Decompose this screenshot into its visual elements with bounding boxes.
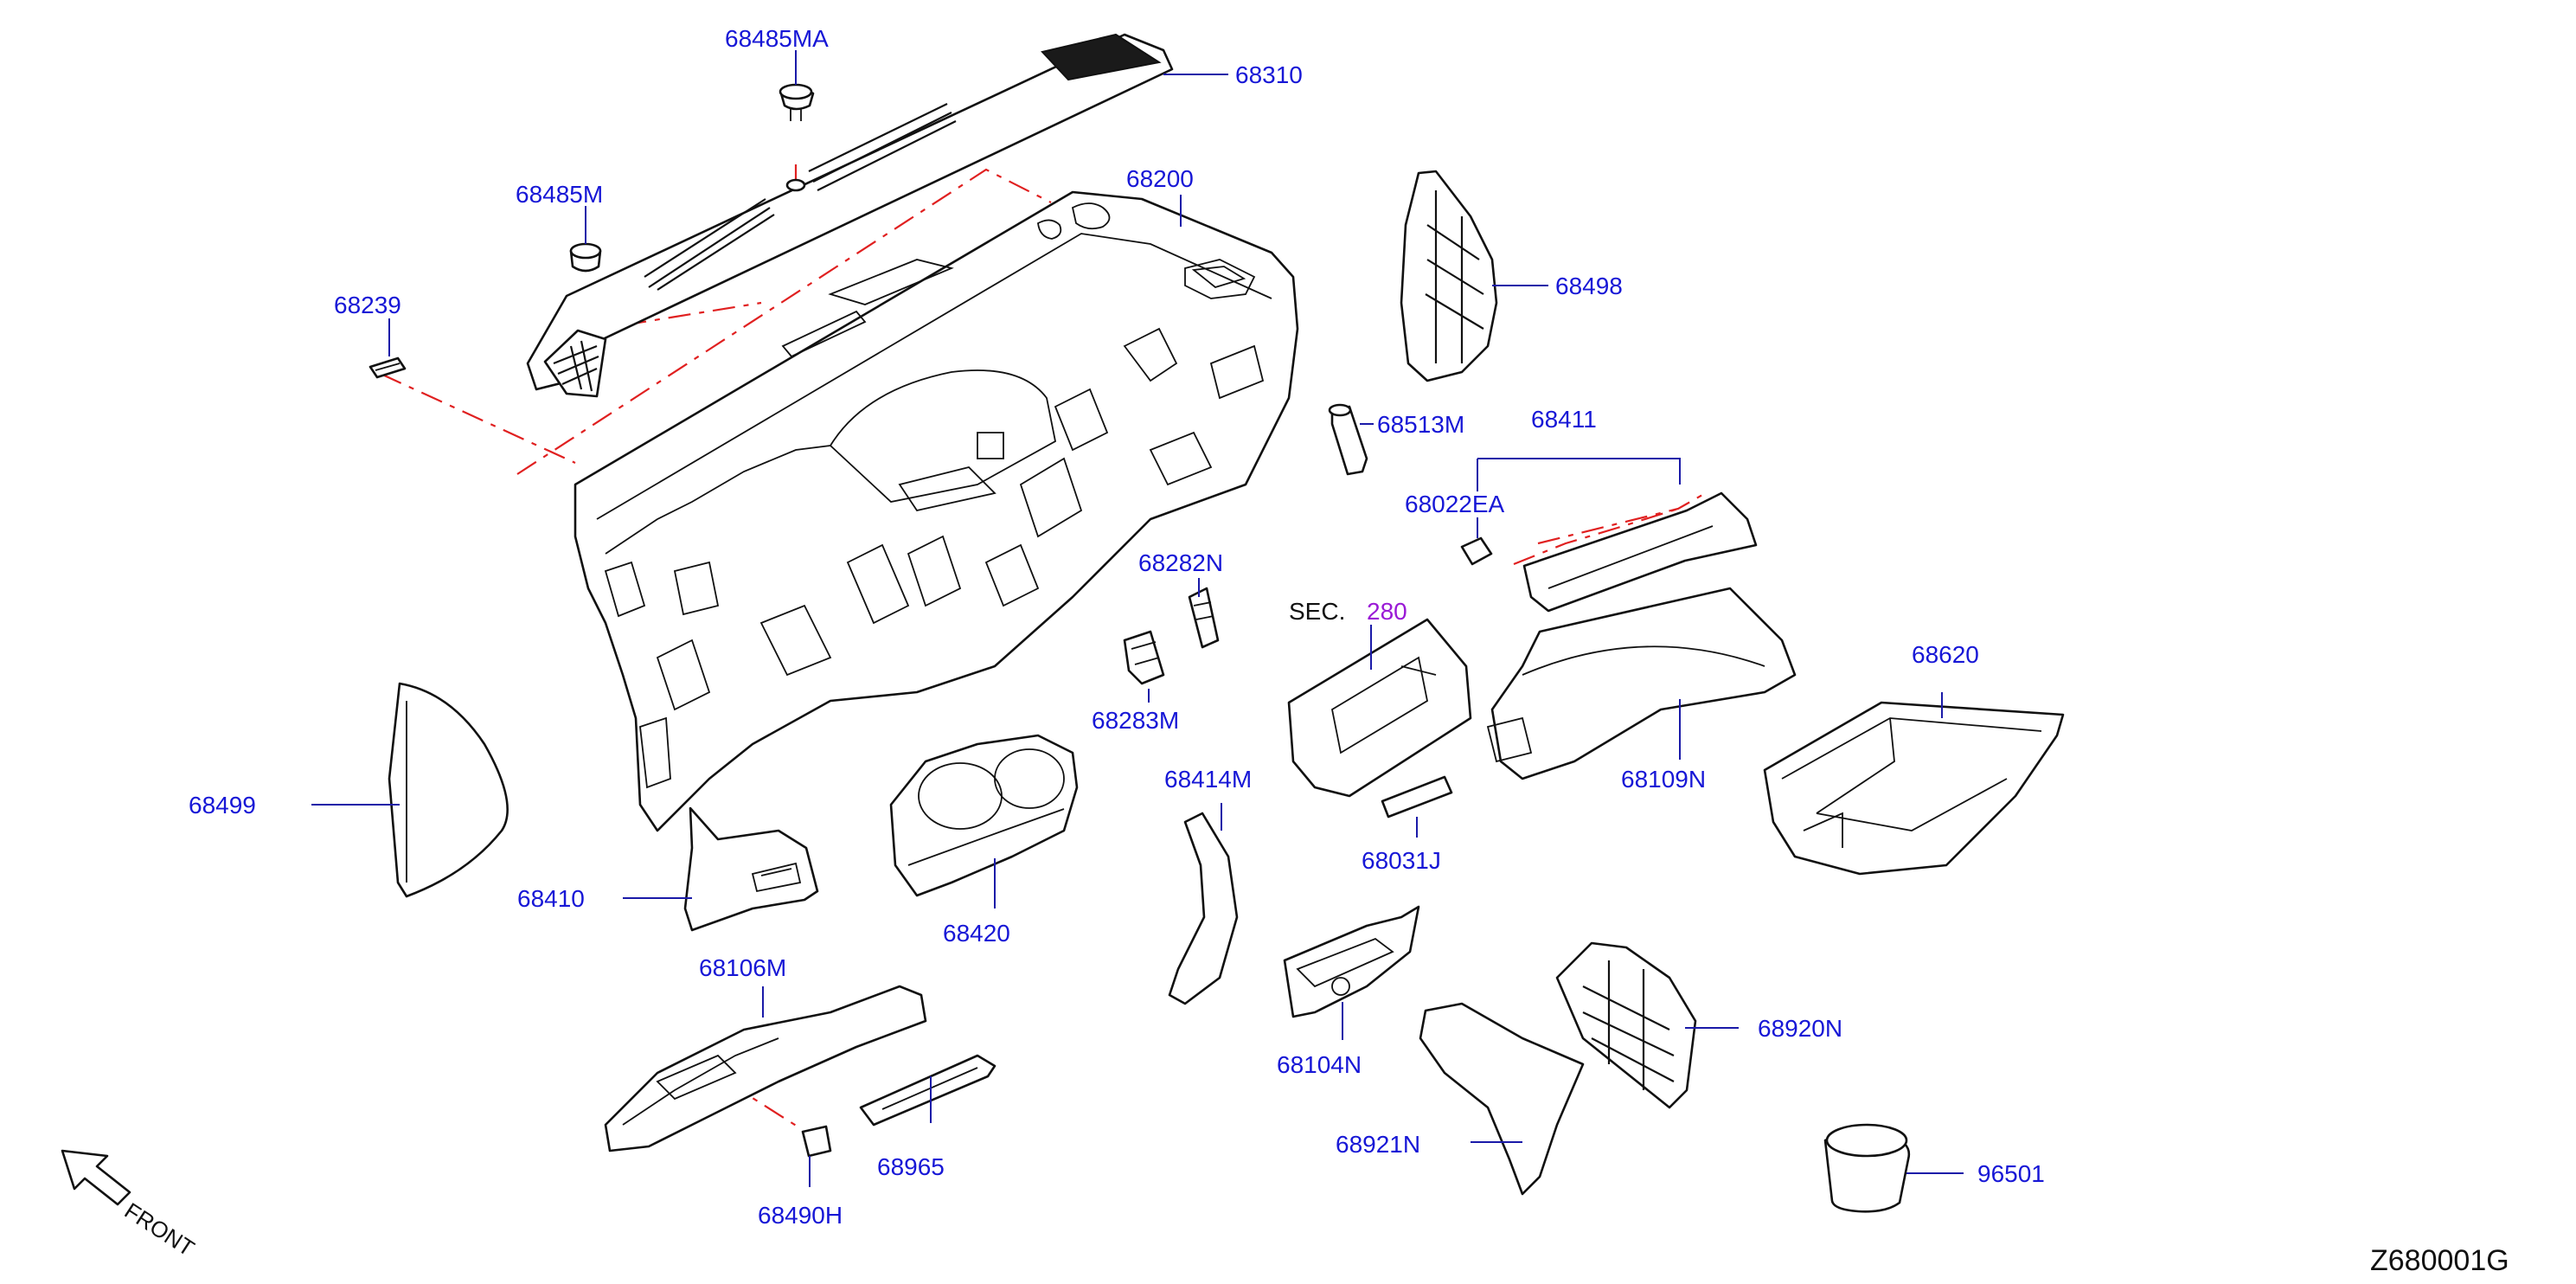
- callout-68499: 68499: [189, 792, 256, 819]
- switch-68513M-illustration: [1328, 403, 1368, 476]
- finisher-68499-illustration: [388, 682, 509, 898]
- clip-68490H-illustration: [801, 1125, 832, 1158]
- callout-labels: 68485MA 68310 68485M 68200 68239 68498 6…: [189, 25, 2045, 1229]
- bracket-68239-illustration: [368, 356, 407, 379]
- side-trim-68921N-illustration: [1419, 1002, 1585, 1196]
- callout-68106M: 68106M: [699, 954, 786, 981]
- callout-68485M: 68485M: [516, 181, 603, 208]
- front-arrow-icon: [61, 1149, 131, 1206]
- lower-cover-68106M-illustration: [604, 985, 927, 1152]
- section-prefix: SEC.: [1289, 598, 1345, 625]
- callout-68485MA: 68485MA: [725, 25, 829, 52]
- side-panel-68498-illustration: [1400, 170, 1498, 382]
- finisher-68031J-illustration: [1381, 775, 1453, 819]
- section-number: 280: [1367, 598, 1407, 625]
- clip-68485M-illustration: [569, 242, 602, 273]
- callout-68310: 68310: [1235, 61, 1303, 88]
- callout-68414M: 68414M: [1164, 766, 1252, 793]
- upper-panel-68310-illustration: [526, 33, 1174, 398]
- switch-finisher-68104N-illustration: [1283, 905, 1420, 1018]
- callout-68410: 68410: [517, 885, 585, 912]
- section-reference: SEC. 280: [1289, 598, 1407, 670]
- column-cover-68410-illustration: [683, 806, 819, 932]
- callout-68411: 68411: [1531, 406, 1597, 433]
- front-label: FRONT: [120, 1197, 200, 1262]
- lower-cover-68920N-illustration: [1555, 941, 1697, 1109]
- callout-68283M: 68283M: [1092, 707, 1179, 734]
- diagram-reference-code: Z680001G: [2370, 1244, 2509, 1277]
- callout-68104N: 68104N: [1277, 1051, 1362, 1078]
- finisher-68411-illustration: [1522, 491, 1758, 613]
- callout-68498: 68498: [1555, 273, 1623, 299]
- instrument-panel-68200-illustration: [574, 190, 1299, 832]
- leader-lines: [311, 50, 1964, 1187]
- callout-68490H: 68490H: [758, 1202, 843, 1229]
- front-direction-indicator: FRONT: [61, 1149, 200, 1262]
- callout-68022EA: 68022EA: [1405, 491, 1505, 517]
- callout-68620: 68620: [1912, 641, 1979, 668]
- callout-68282N: 68282N: [1138, 549, 1223, 576]
- clip-68485MA-illustration: [779, 83, 815, 121]
- glove-box-68620-illustration: [1763, 701, 2065, 876]
- finisher-68414M-illustration: [1168, 812, 1239, 1005]
- callout-96501: 96501: [1977, 1160, 2045, 1187]
- bracket-68965-illustration: [859, 1054, 996, 1127]
- callout-68513M: 68513M: [1377, 411, 1464, 438]
- lower-panel-68109N-illustration: [1486, 587, 1797, 780]
- callout-68239: 68239: [334, 292, 401, 318]
- callout-68420: 68420: [943, 920, 1010, 947]
- cluster-lid-68420-illustration: [889, 734, 1079, 897]
- callout-68965: 68965: [877, 1153, 945, 1180]
- callout-68921N: 68921N: [1336, 1131, 1420, 1158]
- brackets-68282N-68283M-illustration: [1123, 587, 1220, 685]
- callout-68031J: 68031J: [1362, 847, 1441, 874]
- callout-68109N: 68109N: [1621, 766, 1706, 793]
- audio-unit-sec280-illustration: [1287, 618, 1472, 798]
- cup-holder-96501-illustration: [1823, 1123, 1911, 1213]
- clip-68022EA-illustration: [1460, 536, 1493, 566]
- callout-68920N: 68920N: [1758, 1015, 1842, 1042]
- callout-68200: 68200: [1126, 165, 1194, 192]
